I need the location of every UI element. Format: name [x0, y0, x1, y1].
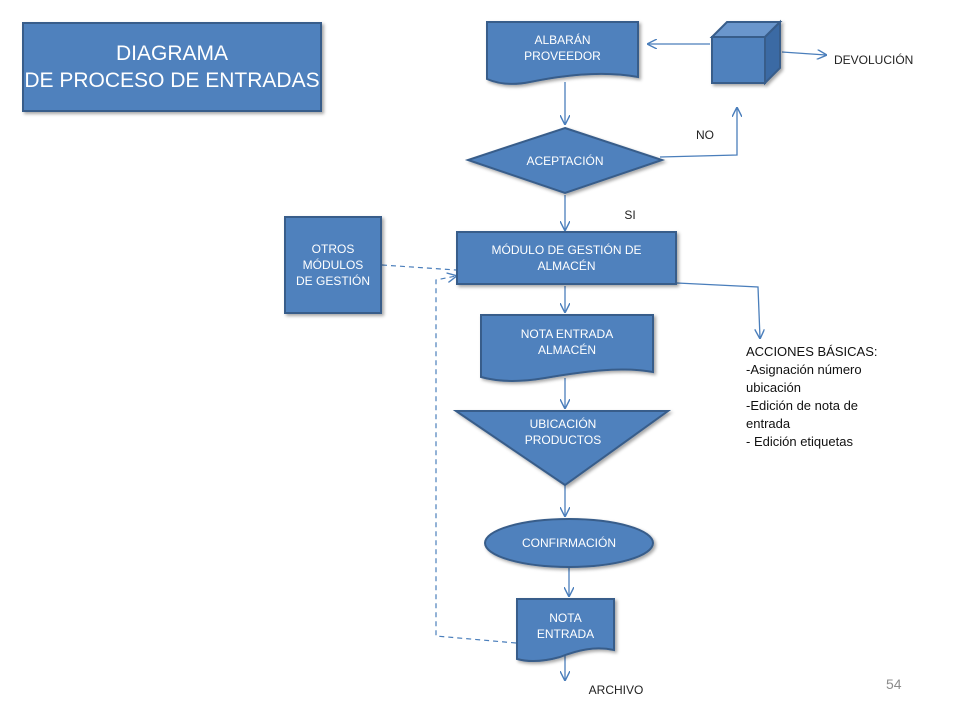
page-number: 54 [886, 676, 902, 692]
no-branch-label: NO [696, 128, 714, 142]
modulo-process-shape [456, 231, 677, 285]
nota-entrada-almacen-label: NOTA ENTRADA ALMACÉN [520, 327, 614, 357]
confirmacion-label: CONFIRMACIÓN [522, 536, 616, 550]
nota-entrada-label: NOTA ENTRADA [536, 611, 595, 641]
ubicacion-merge-shape [452, 410, 672, 487]
nota-entrada-almacen-document-shape [480, 314, 654, 382]
arrow-cube-to-devolucion [781, 52, 826, 55]
acciones-basicas-notes: ACCIONES BÁSICAS: -Asignación número ubi… [746, 344, 878, 449]
archivo-label: ARCHIVO [588, 683, 644, 697]
nota-entrada-document-shape [516, 598, 615, 663]
confirmacion-terminator-shape [484, 518, 654, 568]
diagram-title: DIAGRAMA DE PROCESO DE ENTRADAS [22, 22, 322, 112]
aceptacion-decision-shape [464, 126, 666, 195]
dashed-loop-nota-entrada-to-modulo [435, 276, 517, 644]
devolucion-cube-icon [709, 19, 783, 86]
devolucion-label: DEVOLUCIÓN [834, 53, 914, 67]
albaran-proveedor-label: ALBARÁN PROVEEDOR [524, 33, 601, 63]
otros-modulos-label: OTROS MÓDULOS DE GESTIÓN [295, 242, 370, 288]
si-branch-label: SI [624, 208, 636, 222]
arrow-no-branch [659, 108, 737, 158]
ubicacion-productos-label: UBICACIÓN PRODUCTOS [524, 417, 602, 447]
modulo-gestion-almacen-label: MÓDULO DE GESTIÓN DE ALMACÉN [491, 243, 642, 273]
dashed-link-otros-modulos [381, 264, 457, 271]
otros-process-shape [284, 216, 382, 314]
aceptacion-label: ACEPTACIÓN [526, 154, 604, 168]
albaran-document-shape [486, 21, 639, 85]
arrow-modulo-to-acciones [676, 282, 760, 338]
